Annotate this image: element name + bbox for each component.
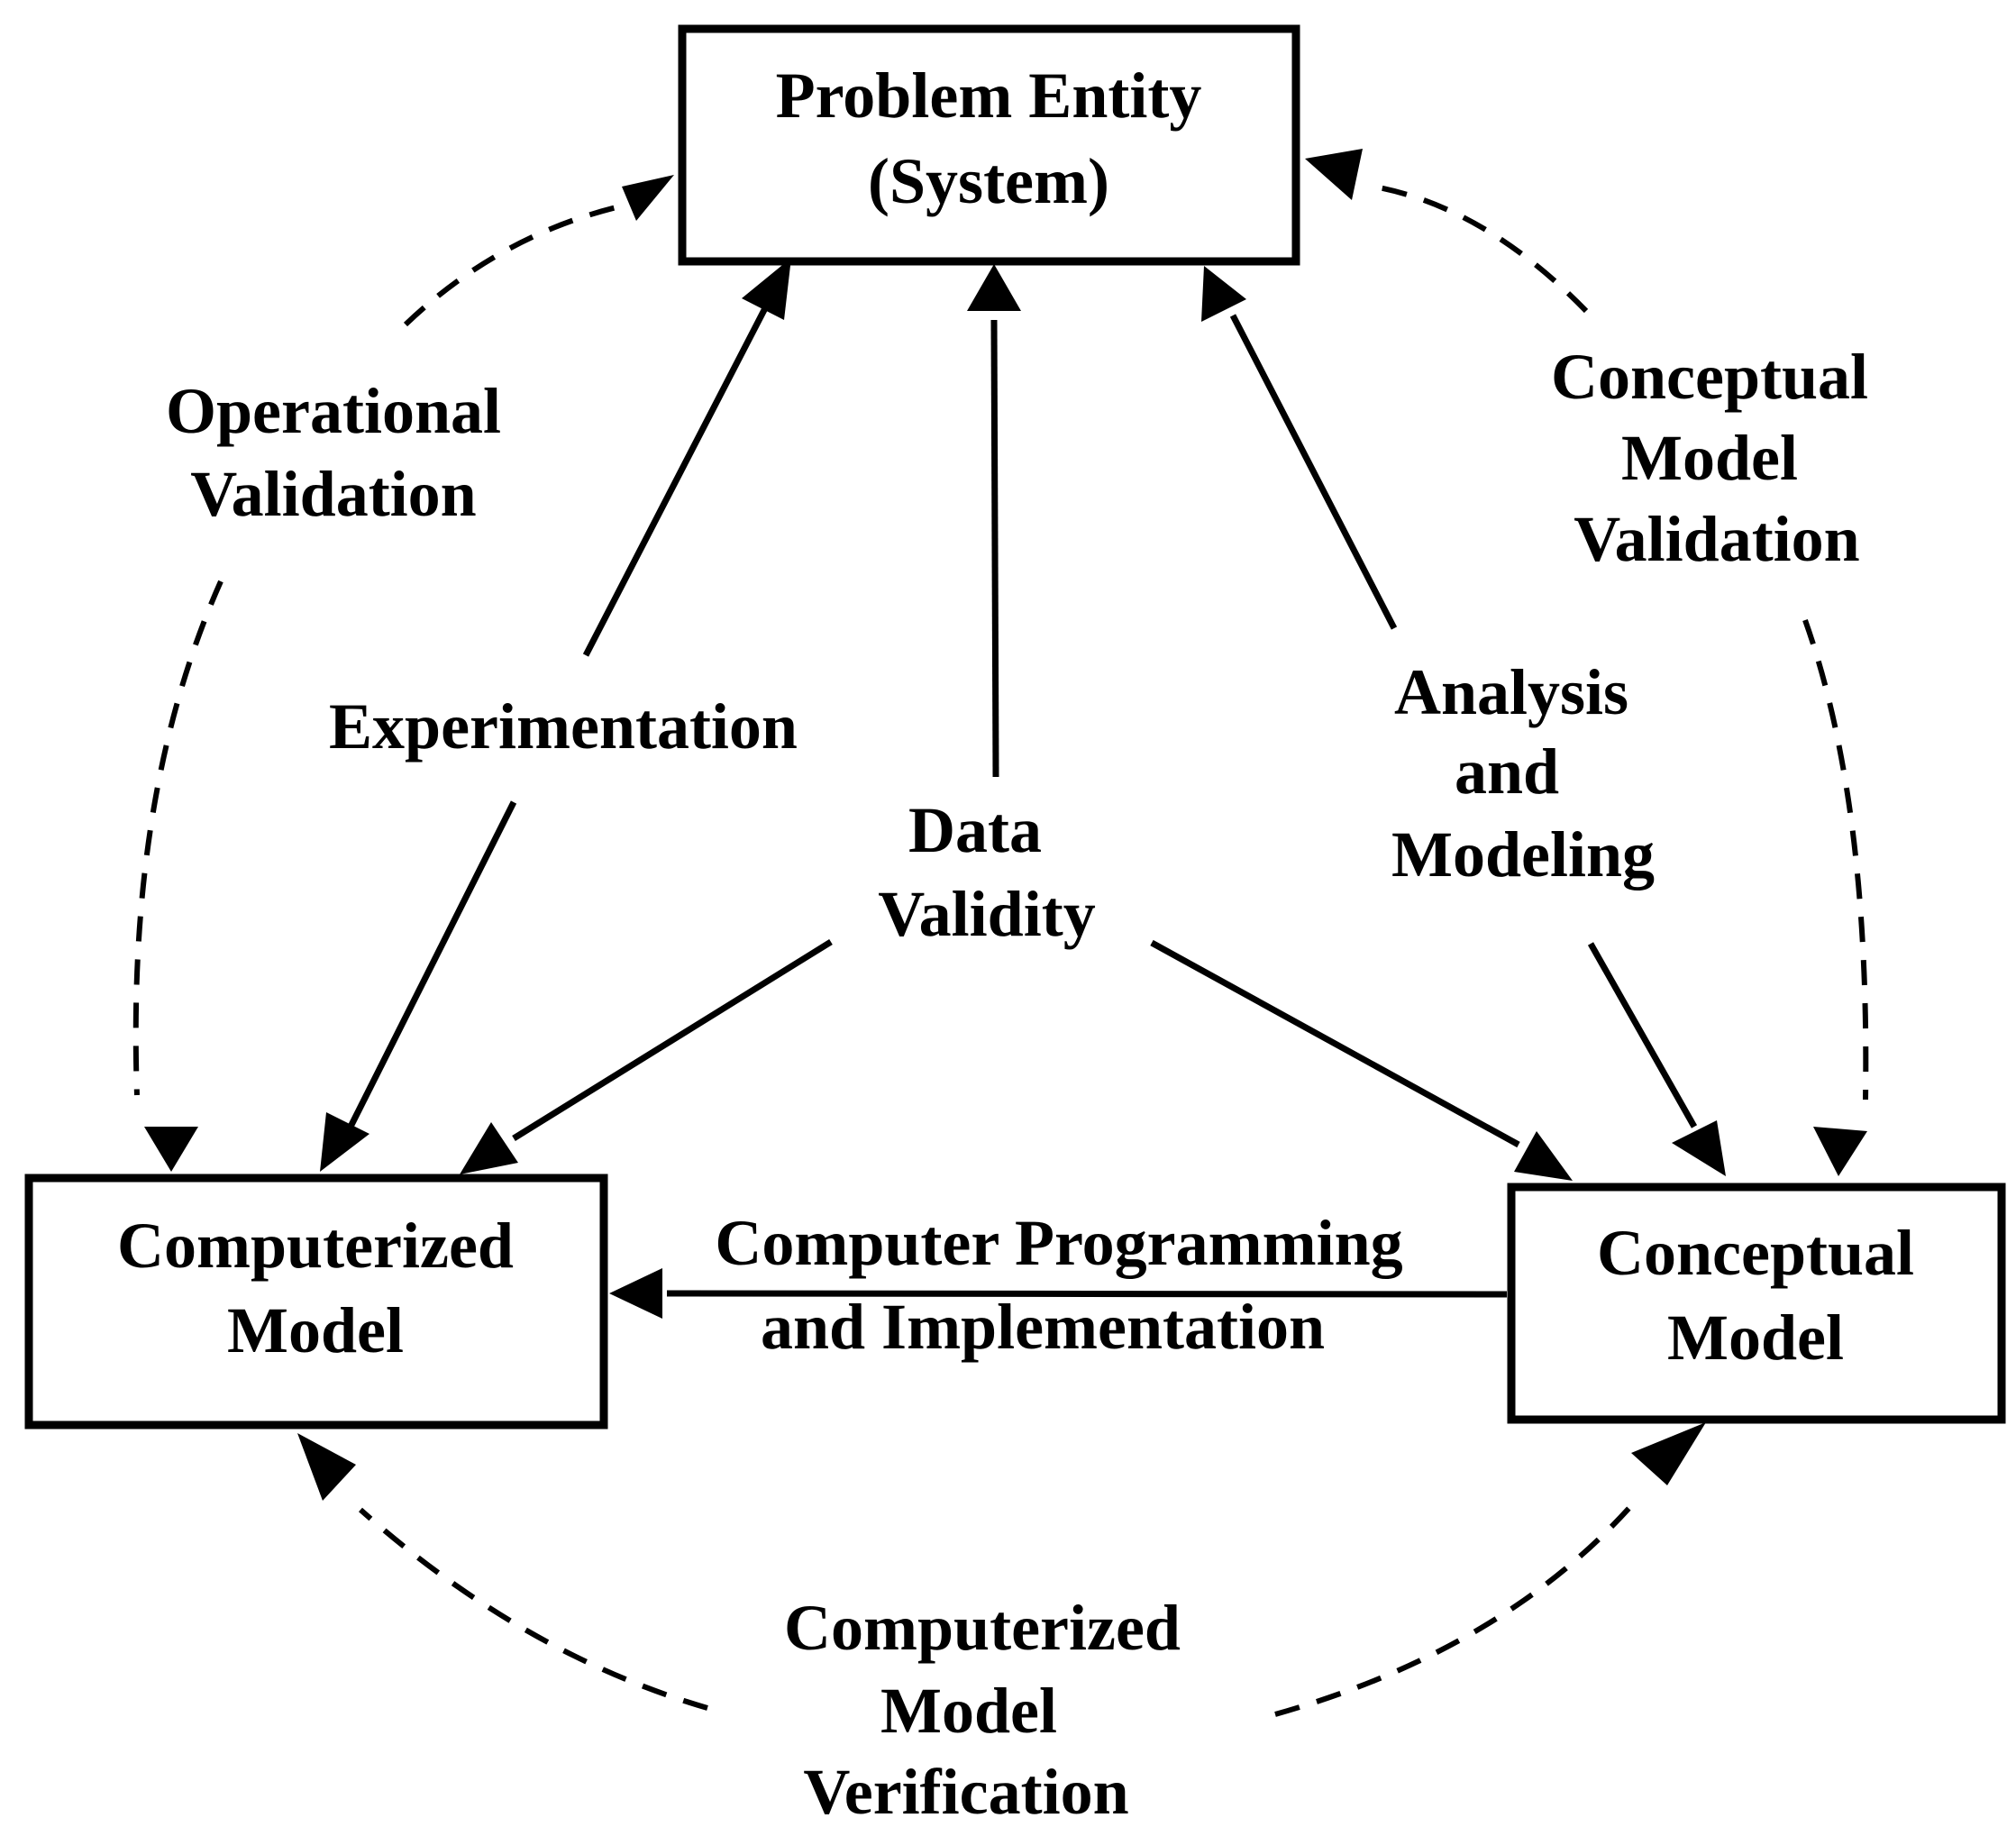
conceptual-model-label-line1: Conceptual <box>1597 1217 1914 1289</box>
data-validity-edge: Data Validity <box>460 264 1573 1181</box>
conceptual-model-label-line2: Model <box>1667 1302 1844 1374</box>
computerized-model-node: Computerized Model <box>24 1174 608 1430</box>
problem-entity-node: Problem Entity (System) <box>678 24 1300 266</box>
data-validity-label-line1: Data <box>908 794 1042 866</box>
analysis-and-modeling-label-line1: Analysis <box>1394 656 1628 728</box>
operational-validation-label-line2: Validation <box>190 458 476 530</box>
computer-programming-edge: Computer Programming and Implementation <box>609 1207 1508 1363</box>
analysis-and-modeling-edge: Analysis and Modeling <box>1201 266 1726 1176</box>
conceptual-model-node: Conceptual Model <box>1507 1183 2006 1424</box>
analysis-and-modeling-label-line3: Modeling <box>1391 818 1655 891</box>
experimentation-label: Experimentation <box>329 690 798 763</box>
conceptual-model-validation-label-line2: Model <box>1621 422 1798 494</box>
computerized-model-verification-label-line3: Verification <box>803 1756 1128 1828</box>
computerized-model-label-line2: Model <box>227 1294 404 1366</box>
analysis-and-modeling-label-line2: and <box>1455 735 1559 808</box>
data-validity-label-line2: Validity <box>878 878 1095 950</box>
computer-programming-label-line1: Computer Programming <box>715 1207 1402 1279</box>
computerized-model-label-line1: Computerized <box>117 1210 514 1282</box>
computerized-model-verification-label-line1: Computerized <box>784 1592 1181 1664</box>
conceptual-model-validation-label-line1: Conceptual <box>1551 341 1868 413</box>
computerized-model-verification-edge: Computerized Model Verification <box>297 1422 1706 1828</box>
experimentation-edge: Experimentation <box>320 258 798 1172</box>
conceptual-model-validation-label-line3: Validation <box>1574 503 1859 575</box>
operational-validation-edge: Operational Validation <box>132 175 674 1172</box>
problem-entity-label-line1: Problem Entity <box>776 59 1202 132</box>
computer-programming-label-line2: and Implementation <box>761 1291 1325 1363</box>
operational-validation-label-line1: Operational <box>166 375 501 447</box>
problem-entity-label-line2: (System) <box>868 145 1109 217</box>
conceptual-model-validation-edge: Conceptual Model Validation <box>1305 149 1869 1176</box>
computerized-model-verification-label-line2: Model <box>880 1675 1057 1747</box>
